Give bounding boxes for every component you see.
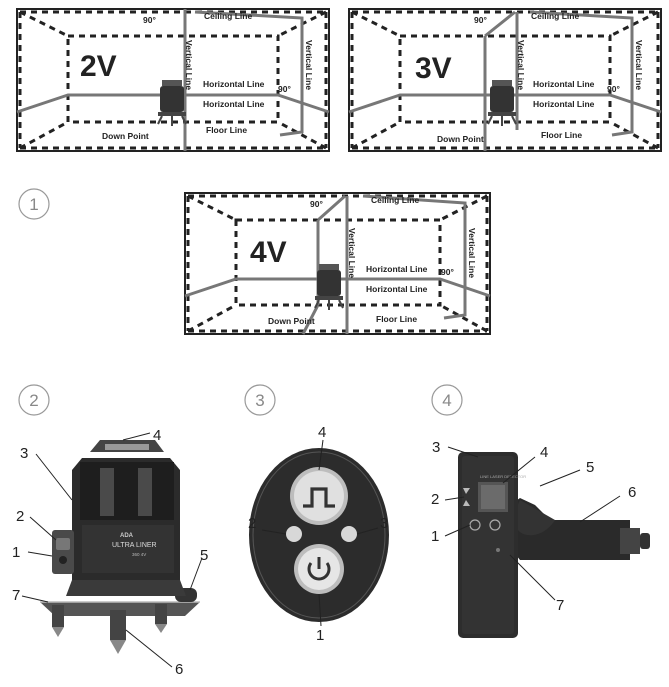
horizontal-line-label: Horizontal Line [203, 79, 265, 89]
laser-detector-device: LINE LASER DETECTOR 3 4 5 6 2 1 7 [431, 439, 650, 638]
section-number-text: 4 [442, 391, 451, 410]
vertical-line-label: Vertical Line [304, 40, 314, 90]
floor-line-label: Floor Line [541, 130, 582, 140]
leveling-foot [155, 604, 167, 624]
callout-number: 5 [586, 459, 594, 476]
floor-line-label: Floor Line [376, 314, 417, 324]
section-number-text: 1 [29, 195, 38, 214]
vertical-laser-line-side [529, 10, 634, 137]
horizontal-line-label: Horizontal Line [366, 284, 428, 294]
keypad-body [249, 448, 389, 622]
down-point-label: Down Point [268, 316, 315, 326]
vertical-laser-line [317, 194, 346, 222]
callout-number: 2 [16, 508, 24, 525]
callout-number: 6 [175, 661, 183, 678]
callout-number: 4 [318, 424, 326, 441]
callout-number: 3 [432, 439, 440, 456]
callout-number: 3 [20, 445, 28, 462]
mode-label: 4V [250, 236, 287, 269]
laser-level-device: ADA ULTRA LINER 360 4V 1 2 3 4 5 6 7 [12, 427, 208, 678]
diagram-4v: 4V Ceiling Line 90° 90° Vertical Line Ve… [184, 192, 491, 335]
callout-number: 2 [248, 515, 256, 532]
diagram-2v: 2V Ceiling Line 90° 90° Vertical Line Ve… [16, 8, 330, 152]
callout-number: 7 [12, 587, 20, 604]
vertical-line-label: Vertical Line [347, 228, 357, 278]
room-outline [16, 8, 330, 152]
clamp-screw-knob [620, 528, 640, 554]
vertical-laser-line-side [362, 194, 467, 320]
vertical-laser-line-side [194, 10, 304, 137]
detector-button[interactable] [489, 519, 501, 531]
vertical-line-label: Vertical Line [467, 228, 477, 278]
section-number-3: 3 [244, 384, 276, 416]
ceiling-line-label: Ceiling Line [371, 195, 419, 205]
down-point-label: Down Point [102, 131, 149, 141]
angle-label: 90° [278, 84, 291, 94]
callout-number: 1 [431, 528, 439, 545]
indicator-led-right [341, 526, 357, 542]
angle-label: 90° [441, 267, 454, 277]
vertical-laser-line [484, 10, 516, 38]
horizontal-line-label: Horizontal Line [203, 99, 265, 109]
section-number-text: 3 [255, 391, 264, 410]
mode-label: 2V [80, 50, 117, 83]
leveling-foot [110, 610, 126, 640]
power-icon [307, 562, 331, 581]
angle-label: 90° [143, 15, 156, 25]
power-button[interactable] [294, 544, 344, 594]
callout-number: 7 [556, 597, 564, 614]
horizontal-line-label: Horizontal Line [366, 264, 428, 274]
section-number-2: 2 [18, 384, 50, 416]
callout-number: 5 [200, 547, 208, 564]
keypad-closeup: 4 2 3 1 [248, 424, 389, 644]
vertical-line-label: Vertical Line [634, 40, 644, 90]
brand-logo-text: ADA [120, 533, 134, 539]
device-model-text: 360 4V [132, 552, 146, 557]
vertical-laser-line [301, 304, 320, 335]
callout-number: 3 [380, 515, 388, 532]
callout-number: 1 [12, 544, 20, 561]
angle-label: 90° [474, 15, 487, 25]
down-point-label: Down Point [437, 134, 484, 144]
ceiling-line-label: Ceiling Line [531, 11, 579, 21]
vertical-line-label: Vertical Line [184, 40, 194, 90]
callout-number: 4 [153, 427, 161, 444]
mode-button[interactable] [290, 467, 348, 525]
mode-label: 3V [415, 52, 452, 85]
ceiling-line-label: Ceiling Line [204, 11, 252, 21]
angle-label: 90° [607, 84, 620, 94]
inner-room [234, 218, 442, 307]
angle-label: 90° [310, 199, 323, 209]
callout-number: 1 [316, 627, 324, 644]
section-number-1: 1 [18, 188, 50, 220]
section-number-text: 2 [29, 391, 38, 410]
square-wave-icon [303, 487, 335, 508]
inner-room [398, 34, 612, 124]
room-outline [184, 192, 491, 335]
room-outline [348, 8, 662, 152]
horizontal-line-label: Horizontal Line [533, 79, 595, 89]
leveling-foot [52, 605, 64, 627]
keypad-panel [52, 530, 74, 574]
vertical-line-label: Vertical Line [516, 40, 526, 90]
callout-number: 2 [431, 491, 439, 508]
detector-screen-text: LINE LASER DETECTOR [480, 474, 526, 479]
diagram-3v: 3V Ceiling Line 90° 90° Vertical Line Ve… [348, 8, 662, 152]
indicator-led-left [286, 526, 302, 542]
device-name-text: ULTRA LINER [112, 542, 157, 549]
detection-arrow-icon [463, 500, 470, 506]
callout-number: 6 [628, 484, 636, 501]
speaker-hole [496, 548, 500, 552]
section-number-4: 4 [431, 384, 463, 416]
floor-line-label: Floor Line [206, 125, 247, 135]
callout-number: 4 [540, 444, 548, 461]
detection-arrow-icon [463, 488, 470, 494]
horizontal-line-label: Horizontal Line [533, 99, 595, 109]
